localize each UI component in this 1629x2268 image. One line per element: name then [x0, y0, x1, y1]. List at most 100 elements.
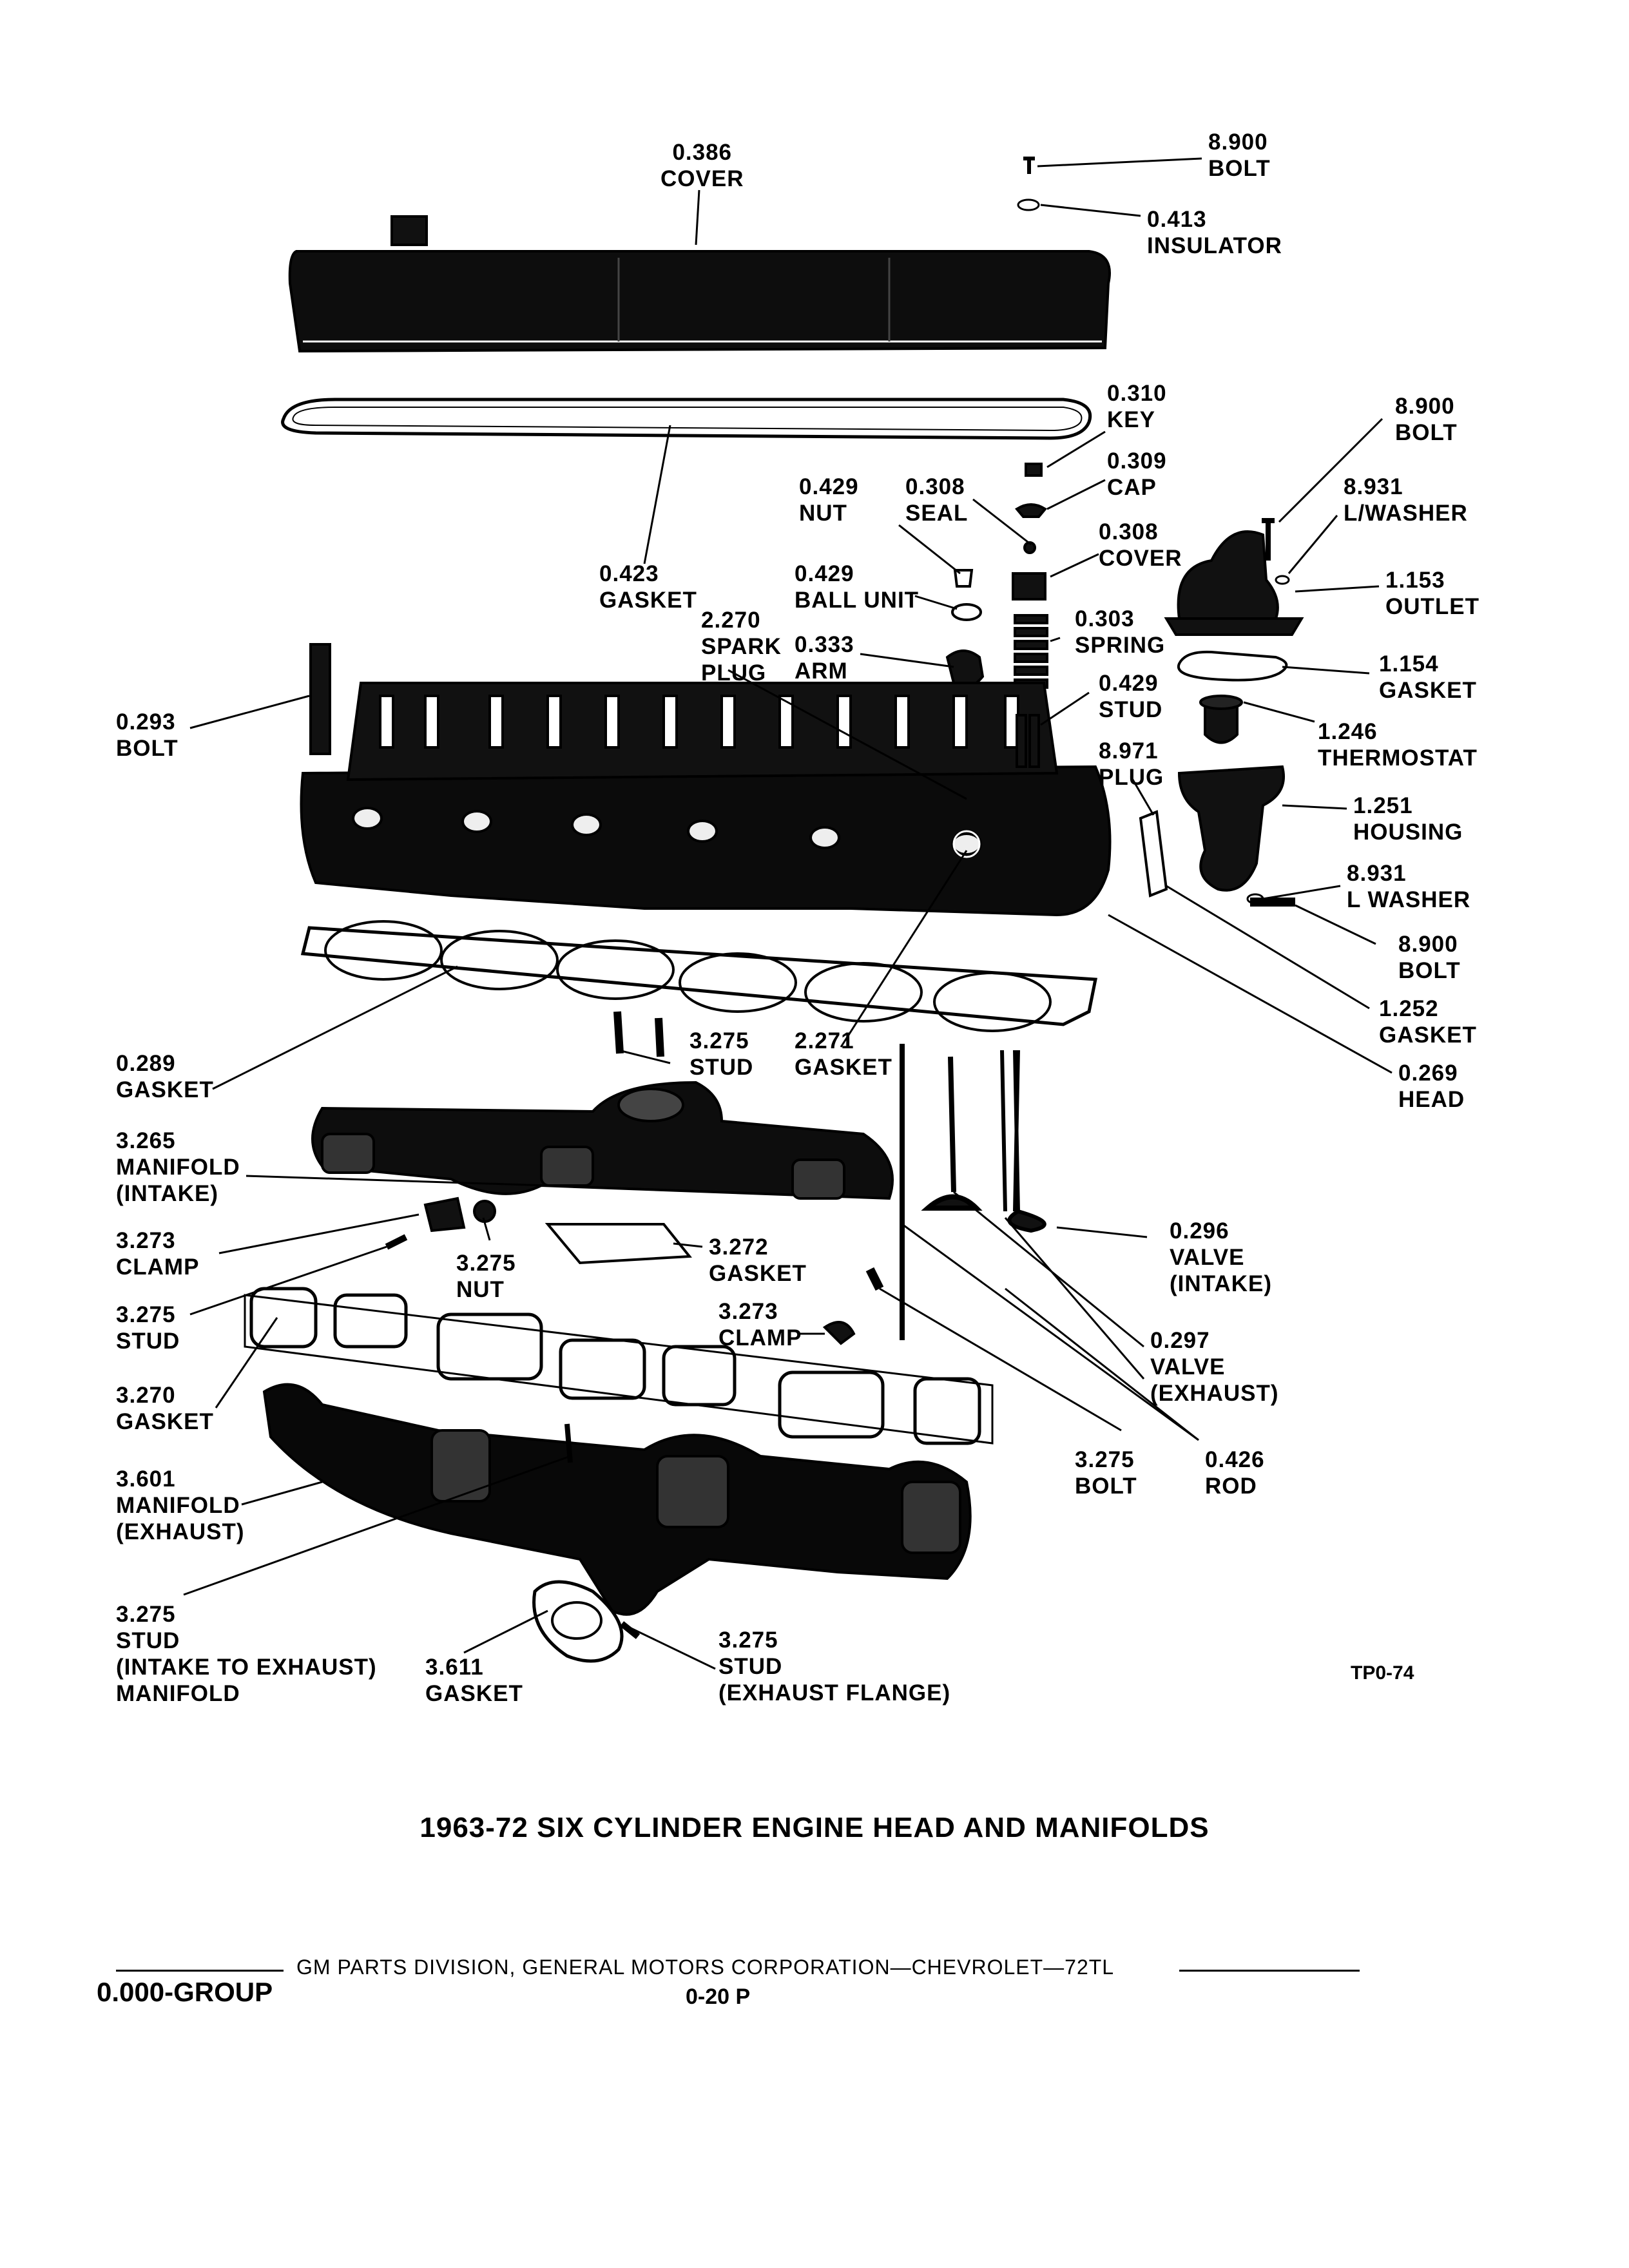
callout-number: 8.900	[1398, 932, 1458, 957]
callout-insulator: 0.413 INSULATOR	[1147, 206, 1282, 259]
callout-number: 3.273	[718, 1299, 778, 1324]
callout-name: HEAD	[1398, 1087, 1465, 1112]
callout-number: 1.153	[1385, 568, 1445, 593]
callout-name: COVER	[1099, 546, 1182, 571]
callout-name: VALVE	[1150, 1354, 1226, 1379]
callout-name: GASKET	[795, 1055, 892, 1080]
callout-number: 1.246	[1318, 719, 1378, 744]
callout-name: CLAMP	[116, 1254, 200, 1280]
stud-flange-illustration	[619, 1621, 641, 1639]
housing-illustration	[1177, 765, 1285, 892]
callout-stud-exhaust-flange: 3.275 STUD (EXHAUST FLANGE)	[718, 1627, 950, 1706]
stud-b-illustration	[385, 1234, 408, 1250]
callout-name: THERMOSTAT	[1318, 745, 1478, 771]
callout-number: 0.269	[1398, 1061, 1458, 1086]
callout-number: 1.251	[1353, 793, 1413, 818]
callout-name: GASKET	[709, 1261, 807, 1286]
callout-number: 1.252	[1379, 996, 1439, 1021]
callout-lwasher-8931-bottom: 8.931 L WASHER	[1347, 860, 1470, 913]
callout-rod: 0.426 ROD	[1205, 1446, 1265, 1499]
callout-number: 3.611	[425, 1655, 484, 1680]
callout-name: BOLT	[116, 736, 178, 761]
insulator-illustration	[1017, 198, 1040, 211]
callout-bolt-3275: 3.275 BOLT	[1075, 1446, 1137, 1499]
callout-gasket-423: 0.423 GASKET	[599, 561, 697, 613]
callout-name-line2: (INTAKE)	[1170, 1271, 1272, 1296]
callout-cover-386: 0.386 COVER	[660, 139, 744, 192]
callout-name: STUD	[1099, 697, 1163, 722]
callout-gasket-2271: 2.271 GASKET	[795, 1028, 892, 1081]
callout-bolt-8900-bottom: 8.900 BOLT	[1398, 931, 1461, 984]
callout-name: OUTLET	[1385, 594, 1480, 619]
clamp-right-illustration	[822, 1321, 856, 1345]
callout-gasket-289: 0.289 GASKET	[116, 1050, 214, 1103]
cylinder-head-illustration	[300, 643, 1112, 917]
callout-name: BALL UNIT	[795, 588, 920, 613]
exhaust-manifold-illustration	[262, 1383, 972, 1616]
callout-stud-429: 0.429 STUD	[1099, 670, 1162, 723]
callout-number: 3.272	[709, 1235, 769, 1260]
callout-spring: 0.303 SPRING	[1075, 606, 1165, 658]
callout-name: INSULATOR	[1147, 233, 1282, 258]
callout-head: 0.269 HEAD	[1398, 1060, 1465, 1113]
callout-name-line2: (EXHAUST)	[1150, 1381, 1279, 1406]
callout-name-line3: MANIFOLD	[116, 1681, 240, 1706]
cap-illustration	[1015, 503, 1047, 518]
callout-name: GASKET	[425, 1681, 523, 1706]
callout-name: BOLT	[1208, 156, 1271, 181]
callout-name: STUD	[689, 1055, 754, 1080]
callout-bolt-8900-top: 8.900 BOLT	[1208, 129, 1271, 182]
callout-number: 0.293	[116, 709, 176, 735]
callout-gasket-3272: 3.272 GASKET	[709, 1234, 807, 1287]
callout-name: MANIFOLD	[116, 1493, 240, 1518]
callout-name: MANIFOLD	[116, 1155, 240, 1180]
group-label: 0.000-GROUP	[97, 1977, 273, 2007]
spring-illustration	[1014, 614, 1048, 689]
callout-name: VALVE	[1170, 1245, 1245, 1270]
callout-name: KEY	[1107, 407, 1155, 432]
callout-number: 0.429	[799, 474, 859, 499]
callout-name: COVER	[660, 166, 744, 191]
callout-name: L/WASHER	[1344, 501, 1468, 526]
callout-number: 3.275	[116, 1602, 176, 1627]
bolt-3275-illustration	[865, 1267, 884, 1291]
bolt-right-illustration	[1262, 518, 1275, 561]
outlet-illustration	[1164, 530, 1304, 636]
gasket-3272-illustration	[545, 1223, 692, 1265]
callout-name: NUT	[799, 501, 847, 526]
callout-name: SPRING	[1075, 633, 1166, 658]
nut-illustration	[953, 569, 974, 588]
callout-number: 2.271	[795, 1028, 854, 1053]
callout-key: 0.310 KEY	[1107, 380, 1167, 433]
callout-stud-3275-b: 3.275 STUD	[116, 1302, 180, 1354]
callout-name: CAP	[1107, 475, 1157, 500]
callout-name: STUD	[116, 1628, 180, 1653]
callout-name-line2: PLUG	[701, 660, 767, 686]
callout-bolt-293: 0.293 BOLT	[116, 709, 178, 762]
callout-name: BOLT	[1075, 1474, 1137, 1499]
callout-name-line2: (EXHAUST FLANGE)	[718, 1680, 951, 1706]
callout-lwasher-8931-top: 8.931 L/WASHER	[1344, 474, 1468, 526]
page-number: 0-20 P	[686, 1984, 751, 2009]
callout-cap: 0.309 CAP	[1107, 448, 1167, 501]
callout-number: 8.900	[1395, 394, 1455, 419]
callout-number: 3.265	[116, 1128, 176, 1153]
callout-gasket-1252: 1.252 GASKET	[1379, 995, 1477, 1048]
callout-arm: 0.333 ARM	[795, 631, 854, 684]
callout-number: 0.333	[795, 632, 854, 657]
callout-cover-308: 0.308 COVER	[1099, 519, 1182, 572]
callout-number: 0.429	[1099, 671, 1159, 696]
head-gasket-illustration	[300, 920, 1098, 1032]
callout-name: STUD	[718, 1654, 783, 1679]
callout-name: STUD	[116, 1329, 180, 1354]
footer-publisher: GM PARTS DIVISION, GENERAL MOTORS CORPOR…	[296, 1956, 1115, 1979]
callout-name: CLAMP	[718, 1325, 802, 1350]
footer-rule-right	[1179, 1970, 1360, 1972]
callout-number: 0.289	[116, 1051, 176, 1076]
callout-name: SEAL	[905, 501, 969, 526]
callout-name: PLUG	[1099, 765, 1164, 790]
gasket-1154-illustration	[1177, 650, 1288, 682]
callout-name: GASKET	[116, 1077, 214, 1102]
footer-rule-left	[116, 1970, 284, 1972]
